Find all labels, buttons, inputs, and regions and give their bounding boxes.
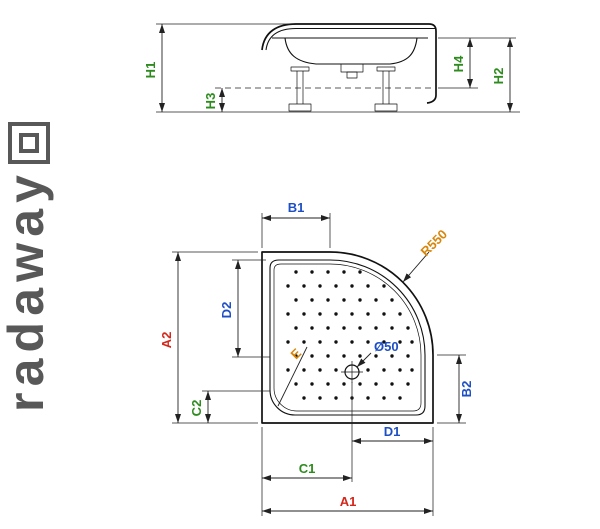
dim-d1: D1 — [352, 424, 433, 444]
side-elevation-view — [215, 23, 437, 112]
brand-logo: radaway — [0, 122, 54, 412]
corner-label-e: E — [287, 345, 304, 362]
plan-view-dimensions: B1 R550 A2 D2 C2 — [159, 200, 474, 516]
dim-label-c1: C1 — [299, 461, 316, 476]
dim-h3: H3 — [203, 88, 225, 112]
dim-label-d1: D1 — [384, 424, 401, 439]
drain — [341, 361, 363, 383]
dim-a2: A2 — [159, 251, 258, 424]
radius-label: R550 — [418, 227, 451, 260]
dim-label-a2: A2 — [159, 332, 174, 349]
side-drain-trap-nub — [346, 71, 358, 79]
side-rim-inner-line — [265, 27, 436, 51]
plan-view — [261, 251, 434, 424]
plan-basin-edge-line — [273, 263, 422, 412]
dim-label-b1: B1 — [288, 200, 305, 215]
dim-label-a1: A1 — [340, 494, 357, 509]
side-drain-trap — [340, 63, 364, 73]
dim-label-h3: H3 — [203, 93, 218, 110]
drain-callout: Ø50 — [356, 339, 399, 368]
dim-b2: B2 — [437, 354, 474, 424]
corner-callout-e: E — [277, 345, 308, 407]
plan-outer-outline — [261, 251, 434, 424]
dim-label-b2: B2 — [459, 381, 474, 398]
brand-logo-text: radaway — [0, 174, 54, 412]
side-view-dimensions: H1 H3 H4 H2 — [143, 23, 520, 113]
dim-h1: H1 — [143, 24, 165, 112]
dim-d2: D2 — [219, 259, 270, 358]
side-left-leg — [288, 66, 312, 112]
plan-inner-rim-line — [269, 259, 426, 416]
side-outer-profile — [261, 23, 437, 104]
dim-h2: H2 — [491, 38, 513, 112]
dim-c2: C2 — [189, 390, 270, 423]
dim-b1: B1 — [261, 200, 331, 248]
side-right-leg — [374, 66, 398, 112]
dim-label-h2: H2 — [491, 68, 506, 85]
dim-label-h1: H1 — [143, 62, 158, 79]
dim-h4: H4 — [451, 38, 473, 88]
dim-c1: C1 — [262, 461, 352, 481]
logo-outer-square-icon — [8, 122, 50, 164]
anti-slip-dots — [286, 270, 414, 400]
radius-callout: R550 — [402, 227, 451, 283]
drain-diameter-label: Ø50 — [374, 339, 399, 354]
logo-inner-square-icon — [19, 133, 39, 153]
dim-label-c2: C2 — [189, 400, 204, 417]
dim-label-h4: H4 — [451, 55, 466, 72]
side-basin-profile — [284, 37, 418, 65]
dim-a1: A1 — [262, 494, 433, 514]
dim-label-d2: D2 — [219, 302, 234, 319]
